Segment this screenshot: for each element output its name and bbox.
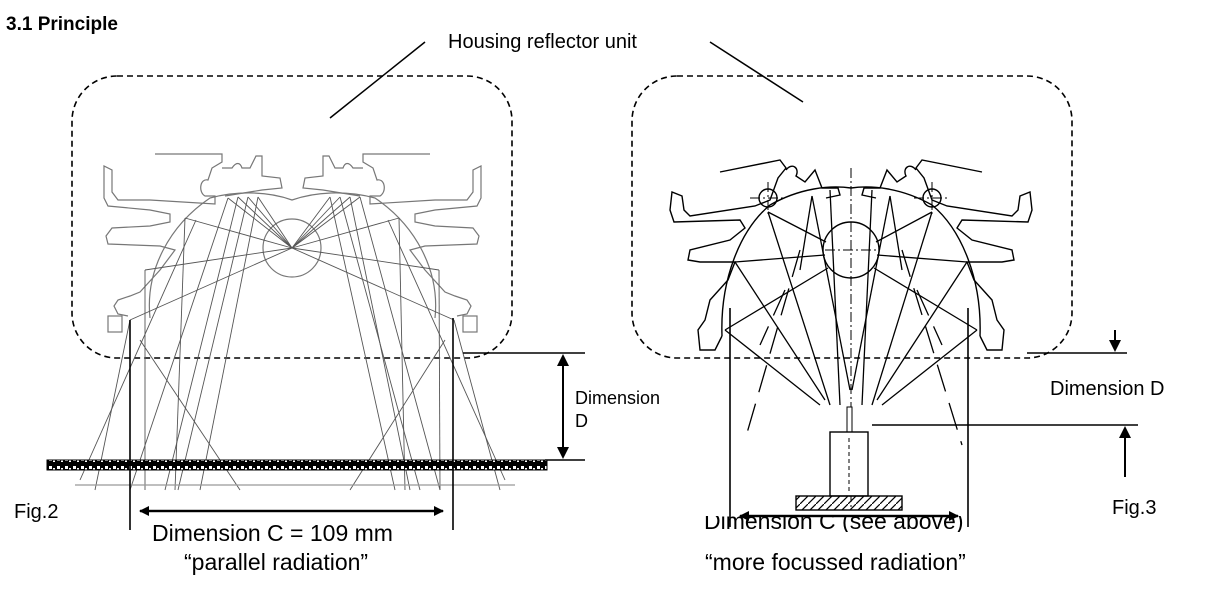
- sensor-body: [829, 431, 869, 497]
- callout-line-right: [709, 41, 804, 103]
- reflector-profile-fig2: [103, 153, 482, 333]
- dimension-d-label-fig2: Dimension D: [575, 387, 660, 433]
- radiation-rays-fig3: [724, 189, 978, 406]
- target-surface-fig2: [46, 459, 548, 471]
- radiation-rays-fig2: [79, 196, 506, 491]
- dashed-rays-fig3: [744, 249, 963, 446]
- dimension-c-label-fig3-text: Dimension C (see above): [704, 516, 964, 532]
- dimension-d-arrowhead-up-fig3: [1119, 426, 1131, 438]
- housing-reflector-label: Housing reflector unit: [448, 31, 637, 53]
- dimension-d-label-fig3: Dimension D: [1050, 378, 1165, 400]
- sensor-probe-tip: [846, 406, 853, 433]
- dimension-d-arrowhead-down-fig2: [557, 447, 569, 459]
- dimension-d-arrowhead-up-fig2: [557, 354, 569, 366]
- radiation-type-fig3: “more focussed radiation”: [705, 549, 966, 575]
- housing-outline-fig2: [71, 75, 513, 359]
- dimension-d-label-line1: Dimension: [575, 388, 661, 408]
- sensor-base-hatched: [795, 495, 903, 511]
- callout-line-left: [329, 41, 426, 119]
- housing-outline-fig3: [631, 75, 1073, 359]
- figure-3: [631, 75, 1138, 527]
- dimension-c-label-fig3: Dimension C (see above): [704, 516, 964, 532]
- radiation-type-fig2: “parallel radiation”: [184, 549, 369, 575]
- dimension-c-label-fig2: Dimension C = 109 mm: [152, 520, 393, 546]
- figure-3-label: Fig.3: [1112, 497, 1157, 519]
- section-title: 3.1 Principle: [6, 14, 118, 35]
- figure-2-label: Fig.2: [14, 501, 59, 523]
- figure-2: [46, 75, 585, 530]
- sample-holder-fig3: [795, 406, 903, 511]
- dimension-d-arrowhead-down-fig3: [1109, 340, 1121, 352]
- dimension-d-label-line2: D: [575, 411, 588, 431]
